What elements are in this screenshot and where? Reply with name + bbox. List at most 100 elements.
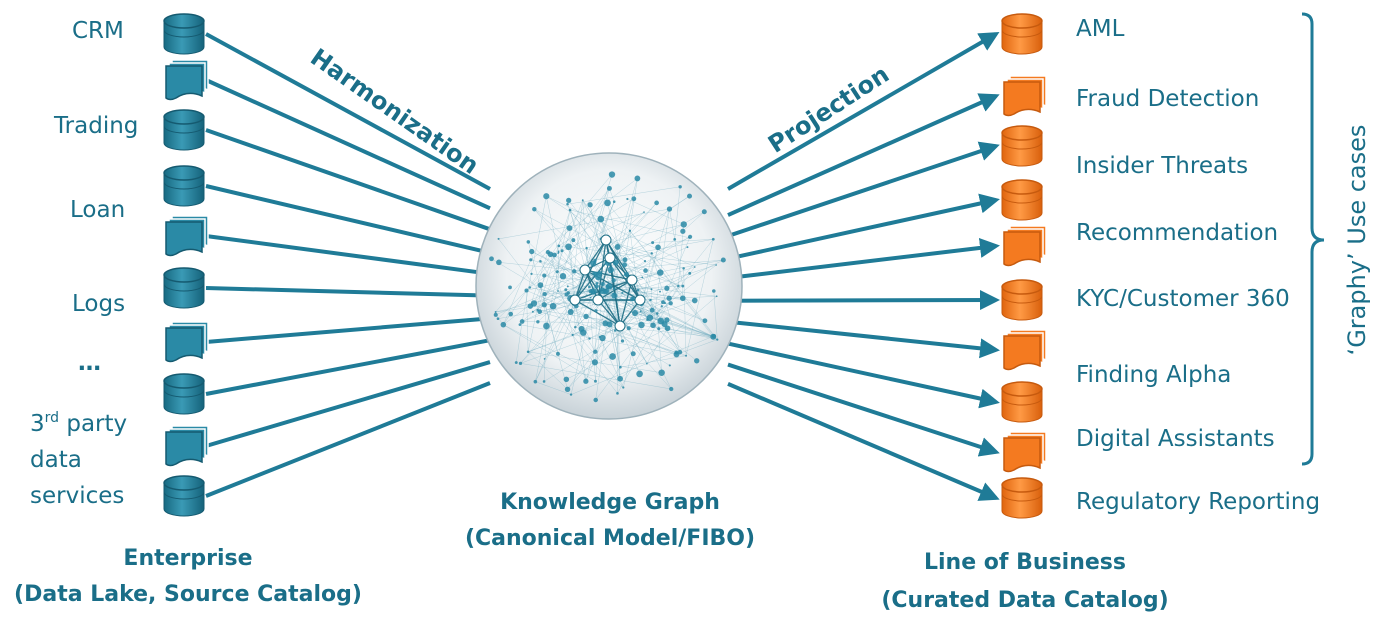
graph-node	[537, 282, 544, 288]
graph-node	[613, 329, 617, 332]
graph-edge	[498, 238, 618, 394]
graph-edge	[498, 208, 670, 240]
graph-edge	[516, 321, 523, 363]
graph-node	[604, 199, 611, 207]
graph-node	[581, 199, 584, 202]
graph-edge	[652, 325, 718, 340]
graph-edge	[540, 261, 596, 352]
graph-node	[494, 311, 497, 314]
graph-edge	[503, 324, 624, 388]
projection-line	[727, 341, 1000, 409]
graph-node	[545, 250, 551, 255]
graph-node	[638, 321, 645, 329]
graph-node	[526, 240, 531, 244]
graph-hub-node	[614, 320, 626, 332]
target-6-database-icon	[1001, 279, 1043, 321]
graph-node	[682, 267, 685, 270]
graph-edge	[600, 238, 684, 269]
graph-hub-edge	[574, 257, 611, 301]
graph-node	[612, 287, 616, 290]
graph-edge	[662, 239, 714, 303]
graph-node	[583, 378, 589, 384]
graph-node	[543, 358, 546, 360]
graph-hub-node	[579, 264, 591, 276]
graph-node	[646, 314, 654, 321]
knowledge-graph-network	[489, 171, 726, 403]
graph-node	[537, 309, 543, 314]
graph-node	[559, 272, 567, 280]
graph-node	[680, 221, 687, 228]
graph-node	[655, 312, 659, 315]
graph-node	[578, 325, 585, 332]
graph-edge	[582, 200, 651, 301]
graph-edge	[674, 186, 681, 240]
graph-node	[650, 252, 653, 255]
graph-hub-edge	[574, 299, 621, 327]
source-7-documents-icon	[165, 321, 209, 363]
graph-node	[599, 334, 606, 342]
graph-node	[519, 319, 525, 324]
projection-label: Projection	[763, 60, 894, 159]
target-1-database-icon	[1001, 13, 1043, 55]
graph-node	[528, 286, 531, 289]
graph-edge	[495, 174, 613, 313]
target-label-kyc: KYC/Customer 360	[1076, 286, 1290, 312]
graph-node	[643, 260, 647, 263]
graph-node	[539, 259, 542, 263]
graph-node	[617, 375, 623, 382]
graph-node	[598, 335, 601, 338]
graph-hub-node	[626, 274, 638, 286]
graph-node	[526, 350, 530, 354]
graph-node	[579, 291, 581, 294]
graph-node	[681, 284, 685, 288]
source-label-logs: Logs	[72, 291, 126, 317]
third-party-sup: rd	[44, 410, 60, 426]
graph-edge	[594, 195, 690, 261]
graph-edge	[491, 258, 670, 366]
graph-node	[609, 353, 616, 360]
source-8-database-icon	[163, 373, 205, 415]
projection-line	[726, 31, 1000, 191]
graph-node	[496, 259, 502, 266]
harmonization-line	[205, 316, 491, 344]
knowledge-graph-title: Knowledge Graph	[500, 490, 720, 515]
third-party-number: 3	[30, 411, 45, 437]
graph-node	[641, 276, 644, 279]
graph-node	[693, 266, 696, 268]
graph-node	[664, 317, 670, 323]
graph-node	[650, 322, 656, 329]
projection-line	[727, 193, 1000, 261]
graph-node	[557, 252, 560, 254]
graph-edge	[685, 239, 714, 356]
target-label-regulatory-reporting: Regulatory Reporting	[1076, 489, 1321, 515]
graph-edge	[528, 241, 568, 390]
knowledge-graph-sphere	[475, 152, 743, 420]
projection-line	[727, 319, 1000, 359]
graph-node	[623, 272, 629, 278]
graph-node	[606, 185, 612, 191]
graph-edge	[528, 298, 670, 352]
graph-node	[661, 300, 665, 305]
graph-edge	[558, 245, 717, 266]
graph-node	[560, 249, 564, 253]
target-label-fraud-detection: Fraud Detection	[1076, 86, 1260, 112]
graph-edge	[652, 236, 691, 326]
projection-line	[727, 141, 1000, 238]
graph-node	[594, 379, 597, 383]
graph-edge	[605, 291, 640, 374]
graph-node	[612, 200, 616, 203]
graph-edge	[539, 200, 583, 312]
graph-edge	[533, 254, 555, 304]
graph-node	[630, 351, 636, 357]
graph-edge	[503, 259, 531, 325]
graph-edge	[567, 186, 681, 205]
graph-node	[631, 196, 637, 202]
use-cases-bracket	[1301, 12, 1325, 466]
graph-edge	[641, 303, 648, 320]
graph-edge	[531, 251, 714, 337]
graph-node	[605, 284, 610, 289]
graph-node	[614, 243, 621, 250]
graph-node	[720, 257, 726, 263]
projection-line	[727, 382, 1000, 501]
graph-node	[616, 392, 619, 395]
